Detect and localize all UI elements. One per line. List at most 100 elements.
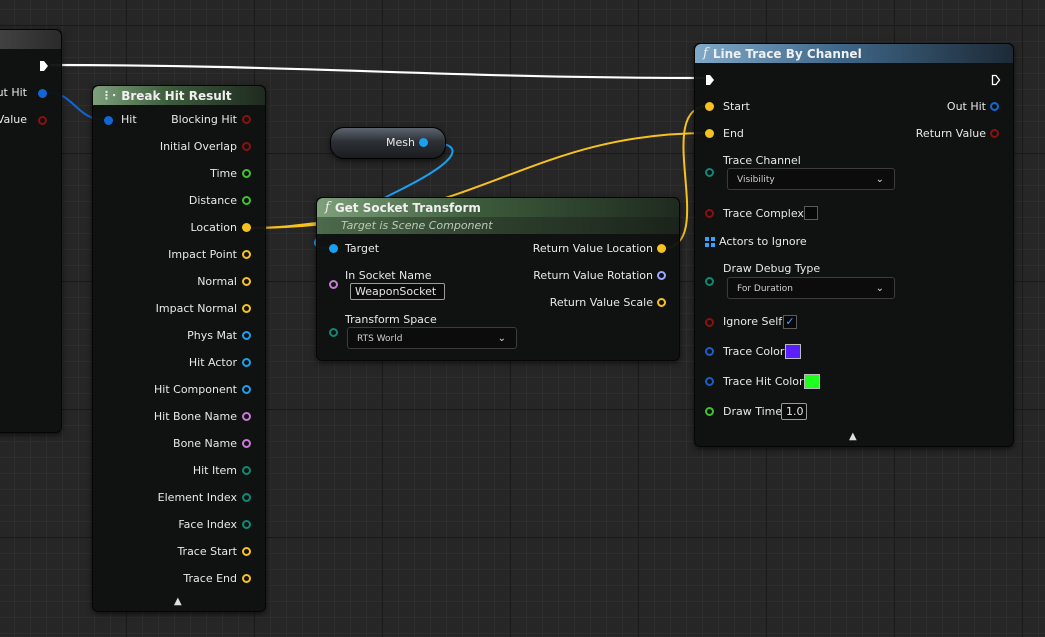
function-icon: f	[703, 46, 708, 61]
array-grid-icon[interactable]	[705, 237, 715, 247]
break-output-label: Impact Point	[168, 248, 237, 261]
trace-channel-dropdown[interactable]: Visibility ⌄	[727, 168, 895, 190]
exec-wire	[49, 63, 706, 80]
break-output-pin[interactable]	[242, 574, 251, 583]
return-location-label: Return Value Location	[532, 242, 653, 255]
break-output-pin[interactable]	[242, 142, 251, 151]
break-output-label: Trace Start	[177, 545, 237, 558]
end-pin[interactable]	[705, 129, 714, 138]
break-output-label: Distance	[188, 194, 237, 207]
break-output-label: Element Index	[157, 491, 237, 504]
socket-header[interactable]: f Get Socket Transform	[317, 198, 679, 217]
break-struct-icon: ⋮⋅	[101, 89, 117, 102]
break-output-pin[interactable]	[242, 385, 251, 394]
socket-name-pin[interactable]	[329, 280, 338, 289]
return-rotation-pin[interactable]	[657, 271, 666, 280]
exec-out-pin[interactable]	[39, 60, 49, 72]
return-value-label: Return Value	[915, 127, 986, 140]
draw-time-pin[interactable]	[705, 407, 714, 416]
transform-space-dropdown[interactable]: RTS World ⌄	[347, 327, 517, 349]
mesh-label: Mesh	[386, 136, 415, 149]
trace-hit-color-pin[interactable]	[705, 377, 714, 386]
break-output-pin[interactable]	[242, 250, 251, 259]
target-pin[interactable]	[329, 244, 338, 253]
trace-complex-checkbox[interactable]	[804, 206, 818, 220]
return-scale-pin[interactable]	[657, 298, 666, 307]
break-output-label: Time	[210, 167, 237, 180]
start-pin[interactable]	[705, 102, 714, 111]
collapse-arrow-icon[interactable]: ▲	[174, 596, 182, 607]
transform-space-pin[interactable]	[329, 328, 338, 337]
return-location-pin[interactable]	[657, 244, 666, 253]
start-label: Start	[723, 100, 750, 113]
line-trace-by-channel-node[interactable]: f Line Trace By Channel Start End Out Hi…	[694, 43, 1014, 447]
trace-color-swatch[interactable]	[785, 344, 801, 359]
ignore-self-pin[interactable]	[705, 318, 714, 327]
exec-in-pin[interactable]	[705, 74, 715, 86]
out-hit-label: Out Hit	[0, 86, 27, 99]
trace-header[interactable]: f Line Trace By Channel	[695, 44, 1013, 63]
return-rotation-label: Return Value Rotation	[533, 269, 653, 282]
return-scale-label: Return Value Scale	[549, 296, 653, 309]
out-hit-pin[interactable]	[990, 102, 999, 111]
collapse-arrow-icon[interactable]: ▲	[849, 431, 857, 442]
break-output-pin[interactable]	[242, 196, 251, 205]
break-output-pin[interactable]	[242, 520, 251, 529]
left-partial-node[interactable]: Out Hit Value	[0, 29, 62, 433]
actors-to-ignore-label: Actors to Ignore	[719, 235, 807, 248]
out-hit-pin[interactable]	[38, 89, 47, 98]
break-output-label: Location	[190, 221, 237, 234]
break-output-pin[interactable]	[242, 223, 251, 232]
break-output-pin[interactable]	[242, 331, 251, 340]
draw-time-input[interactable]: 1.0	[781, 403, 807, 420]
break-output-label: Hit Bone Name	[153, 410, 237, 423]
break-output-pin[interactable]	[242, 466, 251, 475]
get-socket-transform-node[interactable]: f Get Socket Transform Target is Scene C…	[316, 197, 680, 361]
draw-time-label: Draw Time	[723, 405, 783, 418]
trace-color-label: Trace Color	[723, 345, 785, 358]
trace-channel-value: Visibility	[737, 175, 775, 185]
hit-input-pin[interactable]	[104, 116, 113, 125]
break-output-label: Hit Item	[192, 464, 237, 477]
ignore-self-checkbox[interactable]: ✓	[783, 315, 797, 329]
break-output-label: Hit Component	[154, 383, 237, 396]
trace-hit-color-swatch[interactable]	[804, 374, 820, 389]
break-output-label: Hit Actor	[188, 356, 237, 369]
return-value-pin[interactable]	[38, 116, 47, 125]
chevron-down-icon: ⌄	[875, 283, 884, 294]
break-output-pin[interactable]	[242, 493, 251, 502]
end-label: End	[723, 127, 744, 140]
transform-space-label: Transform Space	[345, 313, 437, 326]
trace-complex-pin[interactable]	[705, 209, 714, 218]
break-output-pin[interactable]	[242, 115, 251, 124]
break-output-pin[interactable]	[242, 277, 251, 286]
target-label: Target	[345, 242, 380, 255]
break-output-pin[interactable]	[242, 412, 251, 421]
draw-debug-value: For Duration	[737, 284, 794, 294]
draw-debug-pin[interactable]	[705, 277, 714, 286]
exec-out-pin[interactable]	[991, 74, 1001, 86]
break-output-pin[interactable]	[242, 304, 251, 313]
break-output-label: Impact Normal	[155, 302, 237, 315]
trace-color-pin[interactable]	[705, 347, 714, 356]
break-output-label: Normal	[197, 275, 237, 288]
break-hit-title: Break Hit Result	[121, 88, 232, 103]
mesh-output-pin[interactable]	[419, 138, 428, 147]
break-output-label: Trace End	[183, 572, 237, 585]
break-output-label: Initial Overlap	[159, 140, 237, 153]
trace-channel-pin[interactable]	[705, 168, 714, 177]
return-value-pin[interactable]	[990, 129, 999, 138]
socket-name-input[interactable]: WeaponSocket	[350, 283, 445, 300]
mesh-getter-node[interactable]: Mesh	[330, 127, 446, 159]
socket-title: Get Socket Transform	[334, 200, 481, 215]
break-output-pin[interactable]	[242, 169, 251, 178]
hit-input-label: Hit	[121, 113, 137, 126]
break-output-pin[interactable]	[242, 358, 251, 367]
break-hit-header[interactable]: ⋮⋅ Break Hit Result	[93, 86, 265, 105]
transform-space-value: RTS World	[357, 334, 403, 344]
draw-debug-dropdown[interactable]: For Duration ⌄	[727, 277, 895, 299]
break-output-pin[interactable]	[242, 439, 251, 448]
break-output-label: Face Index	[178, 518, 237, 531]
break-output-pin[interactable]	[242, 547, 251, 556]
